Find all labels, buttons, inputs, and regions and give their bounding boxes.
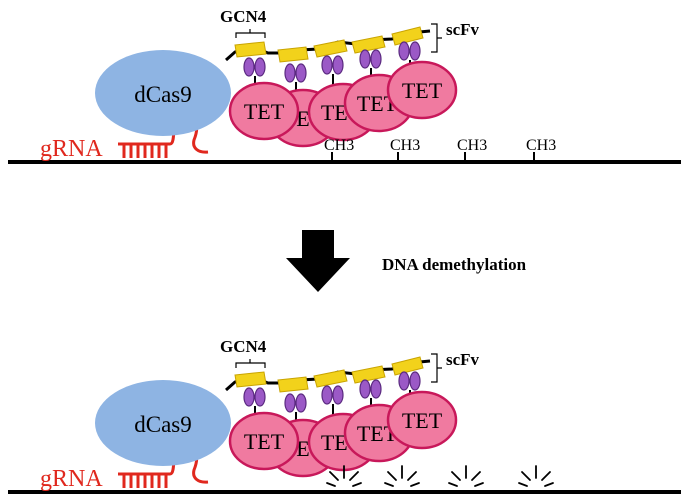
gcn4-bracket [235,29,266,38]
arrow-label: DNA demethylation [382,255,527,274]
scfv-antibody [321,385,344,418]
tet-enzyme: TET [386,60,458,120]
svg-text:TET: TET [244,429,285,454]
gcn4-label: GCN4 [220,337,267,356]
scfv-antibody [321,55,344,88]
methyl-group: CH3 [324,137,354,162]
svg-text:CH3: CH3 [526,137,556,154]
tet-enzyme: TET [386,390,458,450]
svg-text:CH3: CH3 [390,137,420,154]
scfv-label: scFv [446,350,480,369]
scfv-antibody [284,393,307,426]
grna-label: gRNA [40,466,103,492]
scfv-antibody [398,41,421,74]
svg-text:TET: TET [402,408,443,433]
scfv-antibodies [243,41,421,96]
tet-enzymes: TET TET TET TET TET [228,390,458,478]
gcn4-segments [234,26,424,63]
methyl-group: CH3 [457,137,487,162]
demethylated-burst-icon [448,465,484,487]
gcn4-label: GCN4 [220,7,267,26]
svg-text:TET: TET [244,99,285,124]
demethylated-burst-icon [384,465,420,487]
scfv-antibody [243,57,266,90]
tet-enzymes: TET TET TET TET TET [228,60,458,148]
dcas9-label: dCas9 [134,82,192,107]
scfv-bracket [431,353,442,383]
svg-text:TET: TET [402,78,443,103]
dcas9-protein [95,50,231,136]
dcas9-label: dCas9 [134,412,192,437]
methyl-groups: CH3 CH3 CH3 CH3 [324,137,556,162]
grna-label: gRNA [40,136,103,162]
methyl-group: CH3 [526,137,556,162]
demethylated-sites [326,465,554,487]
methyl-group: CH3 [390,137,420,162]
scfv-bracket [431,23,442,53]
gcn4-bracket [235,359,266,368]
panel-after: gRNA dCas9 GCN4 scFv TET TET TET [8,337,681,494]
tet-enzyme: TET [228,411,300,471]
dcas9-protein [95,380,231,466]
demethylated-burst-icon [326,465,362,487]
svg-text:CH3: CH3 [457,137,487,154]
scfv-antibody [284,63,307,96]
process-arrow: DNA demethylation [286,230,527,292]
scfv-antibody [359,379,382,412]
gcn4-segments [234,356,424,393]
tet-enzyme: TET [228,81,300,141]
scfv-label: scFv [446,20,480,39]
panel-before: gRNA dCas9 GCN4 scFv TET [8,7,681,164]
demethylated-burst-icon [518,465,554,487]
svg-text:CH3: CH3 [324,137,354,154]
down-arrow-icon [286,230,350,292]
